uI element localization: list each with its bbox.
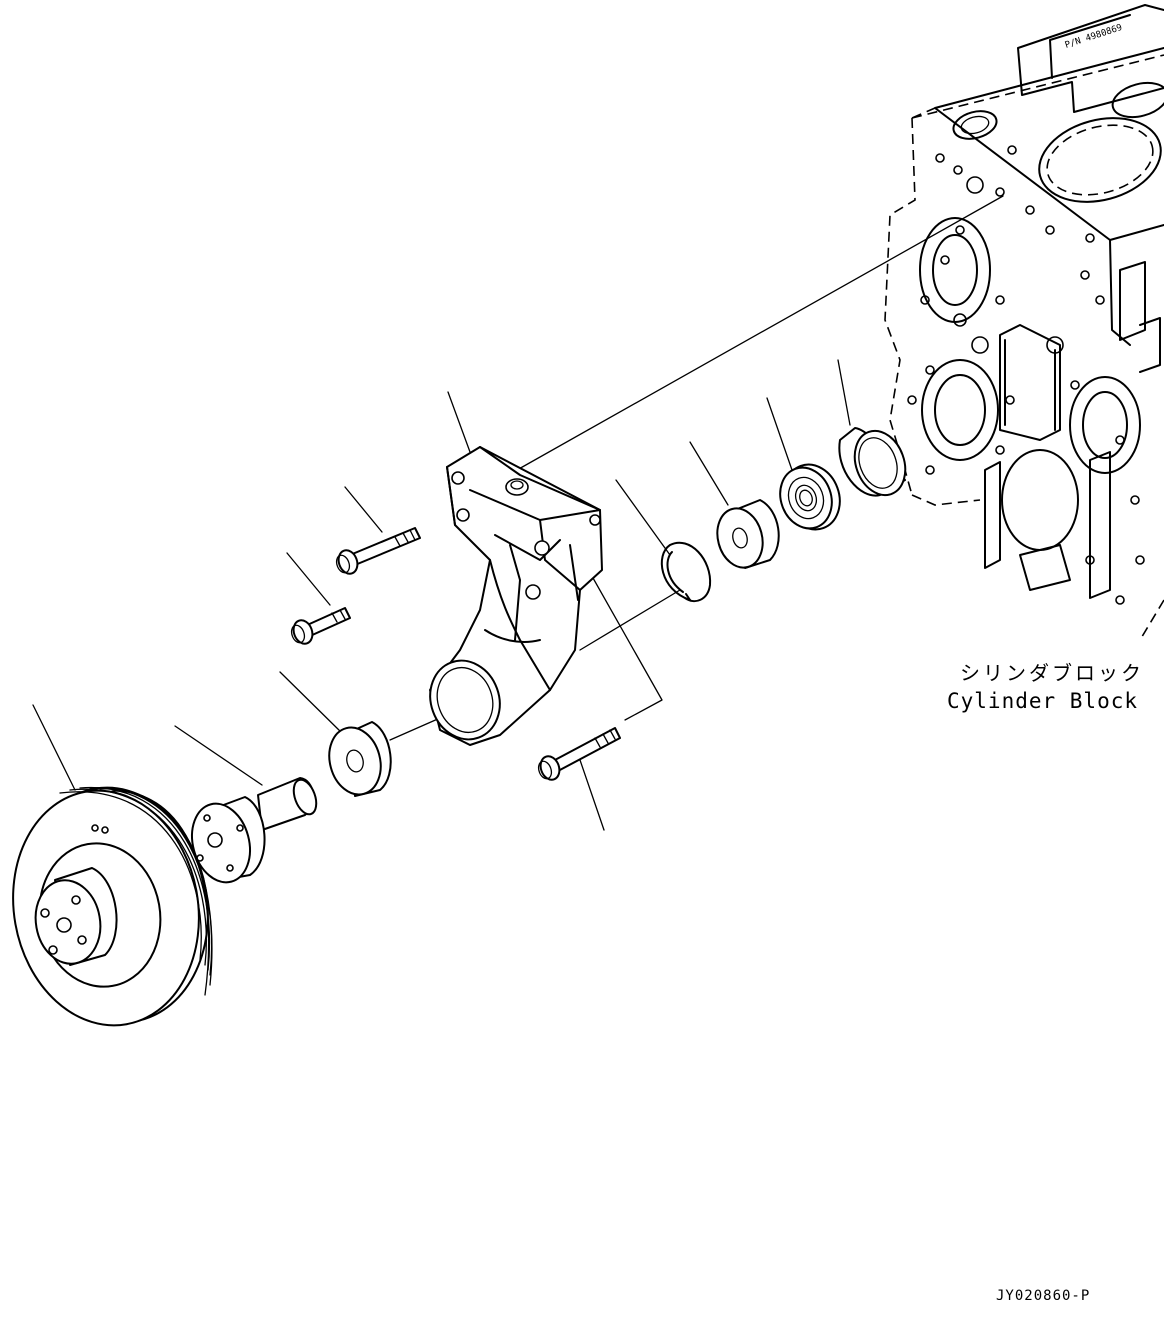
cap (838, 427, 907, 497)
block-holes (907, 145, 1145, 605)
spacer-front (328, 721, 392, 797)
pulley-hub-shaft (191, 777, 318, 884)
pulley (12, 786, 213, 1027)
cylinder-block-label-jp: シリンダブロック (960, 661, 1144, 685)
bolt-medium (335, 527, 421, 575)
drawing-code: JY020860-P (996, 1288, 1090, 1304)
bolt-short (290, 607, 351, 645)
snap-ring (660, 541, 712, 603)
bracket (429, 446, 603, 746)
cylinder-block-label-en: Cylinder Block (947, 689, 1138, 713)
bearing (779, 463, 841, 531)
bolt-long (537, 727, 621, 781)
spacer-rear (716, 499, 780, 569)
cylinder-block: P/N 4980869 (884, 4, 1164, 641)
